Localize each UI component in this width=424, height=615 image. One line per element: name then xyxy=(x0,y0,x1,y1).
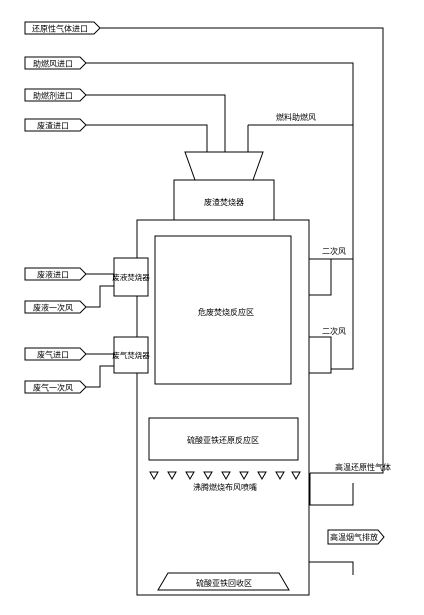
inlet-label-waste-gas: 废气进口 xyxy=(37,350,69,360)
reduction-zone-label: 硫酸亚铁还原反应区 xyxy=(187,435,259,445)
recovery-zone-label: 硫酸亚铁回收区 xyxy=(196,578,252,588)
inlet-tag-waste-solid: 废渣进口 xyxy=(24,118,87,132)
residue-burner-label: 废渣焚烧器 xyxy=(204,197,244,207)
flue-gas-out-tag: 高温烟气排放 xyxy=(327,529,385,545)
liquid-burner-box xyxy=(113,257,149,297)
inlet-tag-reducing-gas: 还原性气体进口 xyxy=(24,21,101,35)
inlet-label-waste-liquid: 废液进口 xyxy=(37,270,69,280)
flue-gas-out-label: 高温烟气排放 xyxy=(330,532,378,542)
flue-gas-line xyxy=(309,561,354,575)
secondary-air-box-1 xyxy=(308,258,332,296)
nozzle-row xyxy=(149,471,301,481)
recovery-zone-box xyxy=(157,572,290,591)
inlet-tag-aux-air: 助燃风进口 xyxy=(24,56,87,70)
left-feed-lines xyxy=(86,273,114,388)
inlet-tag-aux-fuel: 助燃剂进口 xyxy=(24,88,87,102)
inlet-tag-gas-primary-air: 废气一次风 xyxy=(24,380,87,394)
inlet-tag-liquid-primary-air: 废液一次风 xyxy=(24,300,87,314)
reduction-zone-box xyxy=(148,417,299,461)
gas-burner-box xyxy=(113,336,149,374)
nozzle-label: 沸腾燃烧布风喷嘴 xyxy=(193,482,257,492)
gas-burner-label: 废气焚烧器 xyxy=(112,350,150,360)
inlet-label-liquid-primary-air: 废液一次风 xyxy=(33,303,73,313)
inlet-label-aux-air: 助燃风进口 xyxy=(33,59,73,69)
feed-lines xyxy=(86,27,384,474)
inlet-label-gas-primary-air: 废气一次风 xyxy=(33,383,73,393)
fuel-air-label: 燃料助燃风 xyxy=(276,112,316,122)
inlet-tag-waste-liquid: 废液进口 xyxy=(24,267,87,281)
feed-hopper xyxy=(184,151,264,181)
secondary-air-label-2: 二次风 xyxy=(322,326,346,336)
inlet-tag-waste-gas: 废气进口 xyxy=(24,347,87,361)
reaction-zone-box xyxy=(154,235,292,385)
inlet-label-aux-fuel: 助燃剂进口 xyxy=(33,91,73,101)
reducing-gas-flow-label: 高温还原性气体 xyxy=(335,462,391,472)
reaction-zone-label: 危废焚烧反应区 xyxy=(198,307,254,317)
secondary-air-box-2 xyxy=(308,336,332,374)
liquid-burner-label: 废液焚烧器 xyxy=(112,272,150,282)
inlet-label-reducing-gas: 还原性气体进口 xyxy=(32,24,88,34)
reducing-gas-outlet-line xyxy=(309,473,354,506)
secondary-air-label-1: 二次风 xyxy=(322,246,346,256)
inlet-label-waste-solid: 废渣进口 xyxy=(37,121,69,131)
